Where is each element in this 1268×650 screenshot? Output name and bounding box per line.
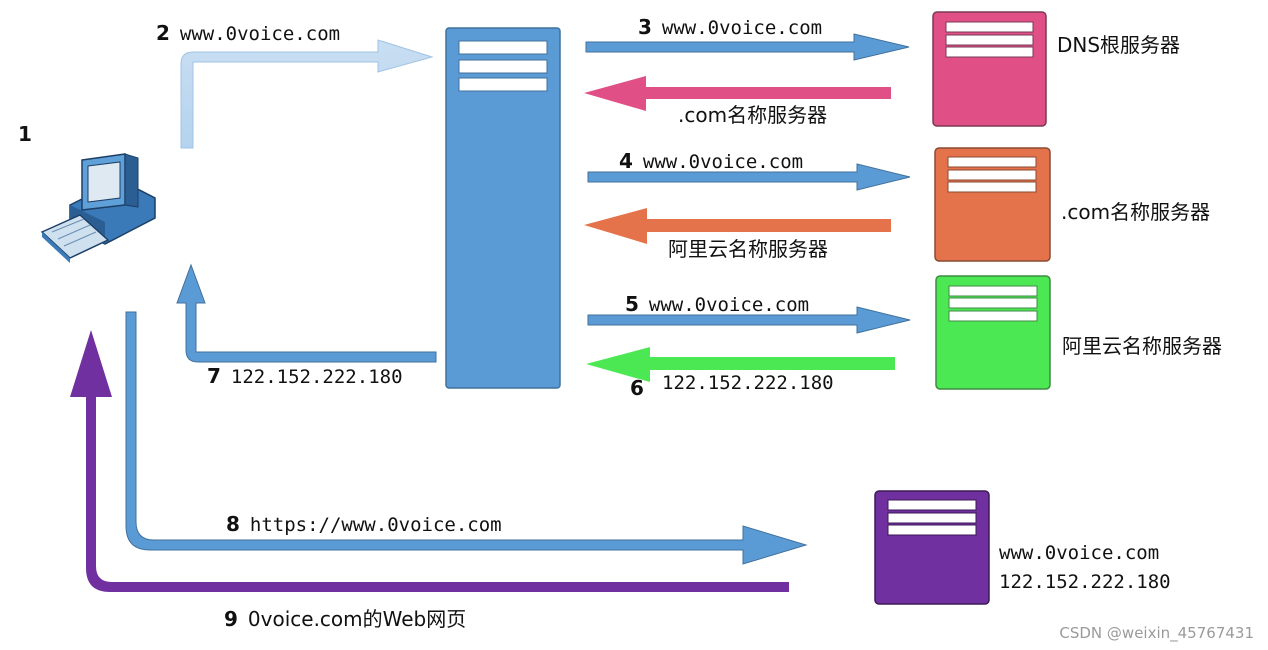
arrow-step2: [180, 39, 434, 149]
web-server-ip: 122.152.222.180: [999, 571, 1171, 593]
aliyun-server-label: 阿里云名称服务器: [1062, 334, 1222, 358]
reply4-label: 阿里云名称服务器: [668, 237, 828, 261]
arrow-step4: [587, 163, 911, 191]
watermark: CSDN @weixin_45767431: [1059, 624, 1254, 642]
dns-root-server: [932, 11, 1047, 127]
arrow-step8: [125, 311, 808, 565]
step6-label: 122.152.222.180: [662, 372, 834, 394]
arrow-step3: [585, 33, 910, 61]
arrow-step5: [587, 306, 911, 334]
web-server-domain: www.0voice.com: [999, 542, 1160, 564]
local-dns-server: [445, 27, 561, 389]
arrow-step7: [176, 263, 437, 363]
step6-number: 6: [630, 376, 644, 400]
arrow-step6: [586, 347, 895, 382]
reply3-label: .com名称服务器: [678, 103, 828, 127]
arrow-reply3: [584, 76, 891, 111]
aliyun-name-server: [935, 275, 1051, 390]
web-server: [874, 490, 990, 605]
root-server-label: DNS根服务器: [1057, 33, 1181, 57]
computer-icon: [40, 153, 156, 263]
arrow-reply4: [584, 208, 891, 244]
com-server-label: .com名称服务器: [1061, 200, 1211, 224]
client-step-number: 1: [18, 122, 32, 146]
com-name-server: [934, 147, 1051, 262]
